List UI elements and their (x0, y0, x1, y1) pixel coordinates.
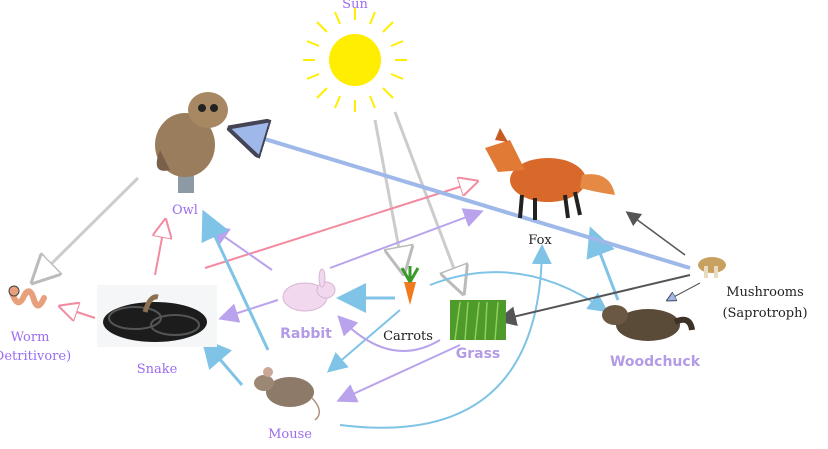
arrow-sun-carrots (373, 119, 403, 270)
owl-icon (155, 92, 228, 193)
grass-icon (450, 300, 506, 341)
fox-icon (485, 128, 615, 220)
arrow-grass-woodchuck (429, 271, 609, 313)
owl-label: Owl (172, 203, 198, 218)
arrow-mushrooms-owl (235, 130, 691, 270)
arrow-rabbit-fox (329, 208, 484, 269)
mouse-icon (254, 367, 321, 421)
arrow-sun-grass (393, 111, 462, 290)
arrow-mushrooms-grass (496, 274, 691, 327)
mushrooms-role-label: (Saprotroph) (722, 306, 807, 321)
arrow-mouse-owl (201, 209, 270, 351)
mushrooms-label: Mushrooms (726, 285, 804, 300)
arrow-snake-owl (155, 222, 165, 276)
carrots-icon (400, 266, 420, 305)
arrow-owl-worm (35, 176, 140, 280)
arrow-woodchuck-fox (586, 226, 620, 301)
worm-label: Worm (11, 330, 50, 345)
snake-icon (97, 285, 217, 347)
grass-label: Grass (456, 346, 501, 362)
mushrooms-icon (698, 257, 726, 278)
arrow-grass-mouse (336, 344, 461, 403)
woodchuck-icon (602, 305, 695, 341)
arrow-mouse-fox (339, 244, 552, 429)
worm-role-label: (Detritivore) (0, 349, 71, 364)
arrow-mouse-snake (201, 337, 244, 386)
arrow-snake-worm (62, 307, 96, 318)
rabbit-icon (282, 268, 336, 312)
arrow-mushrooms-fox (625, 211, 686, 256)
snake-label: Snake (137, 362, 178, 377)
arrow-snake-fox (204, 182, 475, 269)
arrow-mushrooms-woodchuck (668, 282, 701, 300)
rabbit-label: Rabbit (280, 326, 332, 342)
worm-icon (8, 285, 47, 309)
woodchuck-label: Woodchuck (610, 354, 701, 370)
sun-icon (303, 8, 407, 112)
mouse-label: Mouse (268, 427, 312, 442)
arrows (35, 111, 701, 429)
carrots-label: Carrots (383, 329, 433, 344)
arrow-grass-rabbit (337, 315, 441, 352)
fox-label: Fox (528, 233, 552, 248)
sun-label: Sun (342, 0, 368, 12)
